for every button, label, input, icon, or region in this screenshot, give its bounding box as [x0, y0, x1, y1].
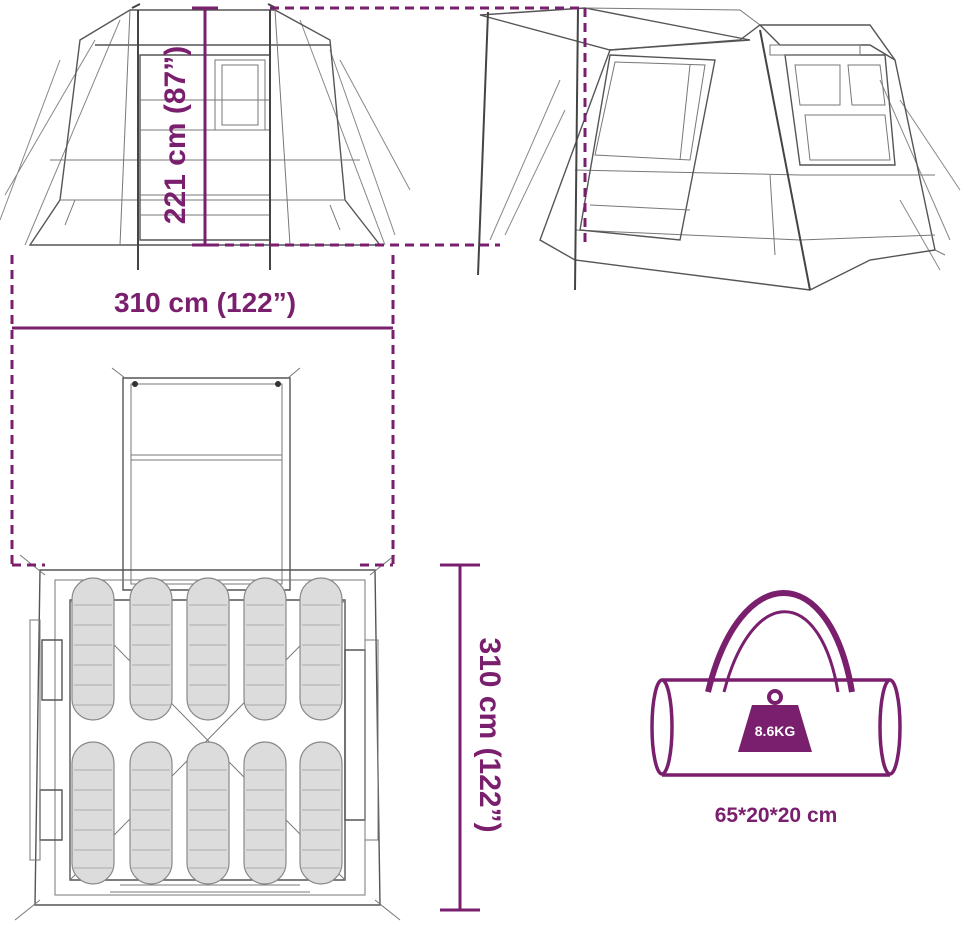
weight-icon: [738, 689, 812, 752]
tent-perspective-view: [477, 7, 961, 291]
carry-bag-icon: [650, 590, 902, 777]
depth-dimension-line: [440, 563, 480, 912]
weight-label: 8.6KG: [755, 723, 796, 739]
tent-floor-plan: [14, 367, 401, 921]
width-label: 310 cm (122”): [114, 287, 296, 318]
sleeping-bag-icon: [71, 577, 343, 885]
height-label: 221 cm (87”): [159, 46, 192, 224]
width-guide: [10, 255, 395, 567]
package-size-label: 65*20*20 cm: [715, 804, 838, 827]
depth-label: 310 cm (122”): [473, 637, 506, 832]
height-dimension-line: [192, 6, 218, 247]
height-guide-top: [270, 6, 587, 245]
